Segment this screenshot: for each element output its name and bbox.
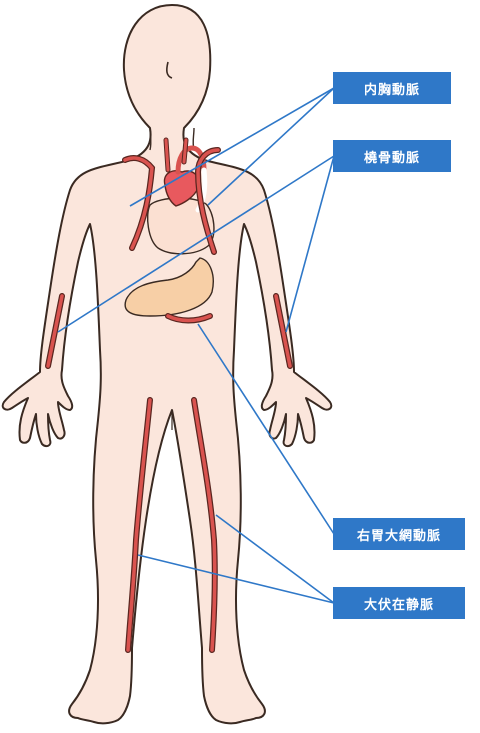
label-right-gastroepiploic-artery: 右胃大網動脈 xyxy=(333,518,465,550)
leader-saphenous-left xyxy=(137,554,335,604)
neck-line-left xyxy=(149,127,152,151)
nose xyxy=(166,61,173,79)
body-outline xyxy=(1,4,333,725)
leader-internal-thoracic-right xyxy=(207,87,335,206)
carotid-left xyxy=(163,137,171,173)
leader-radial-right xyxy=(285,155,335,333)
great-saphenous-vein-left xyxy=(125,397,153,653)
radial-artery-right xyxy=(273,293,293,369)
leader-gastroepiploic xyxy=(197,323,335,535)
label-radial-artery: 橈骨動脈 xyxy=(333,140,451,172)
right-gastroepiploic-artery xyxy=(165,313,213,324)
leader-saphenous-right xyxy=(215,514,335,604)
internal-thoracic-artery-left xyxy=(122,155,156,251)
leader-internal-thoracic-left xyxy=(129,87,335,207)
label-great-saphenous-vein: 大伏在静脈 xyxy=(333,587,465,619)
great-saphenous-vein-right xyxy=(191,397,218,653)
stomach xyxy=(124,257,214,317)
radial-artery-left xyxy=(45,293,65,369)
leader-radial-left xyxy=(57,155,335,333)
carotid-right xyxy=(181,137,189,165)
label-internal-thoracic-artery: 内胸動脈 xyxy=(333,72,451,104)
leader-lines xyxy=(57,87,335,604)
body-silhouette xyxy=(1,4,333,725)
internal-thoracic-artery-right xyxy=(194,147,221,255)
vessels xyxy=(45,137,293,653)
